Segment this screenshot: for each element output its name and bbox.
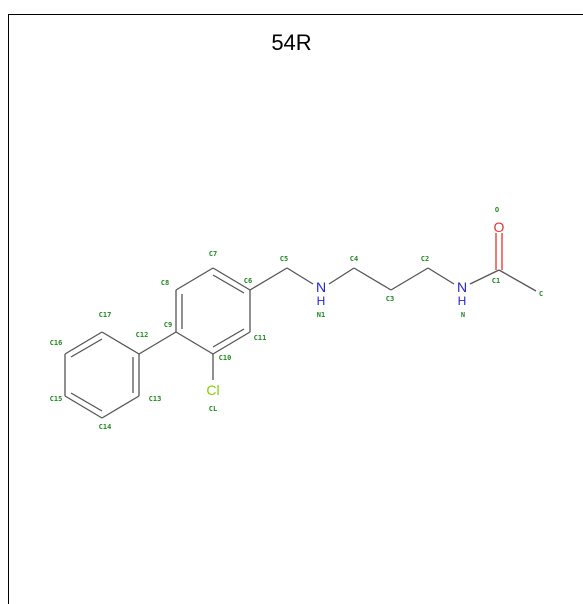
atom-label-cl: CL bbox=[209, 405, 217, 413]
bond-c2-c3 bbox=[390, 267, 429, 291]
atom-label-c12: C12 bbox=[136, 331, 149, 339]
nitrogen-amide-hydrogen: H bbox=[458, 294, 467, 308]
atom-label-c: C bbox=[539, 290, 543, 298]
bond-c4-n1 bbox=[328, 267, 355, 285]
bond-c14-c15-inner bbox=[70, 392, 103, 412]
molecule-title: 54R bbox=[271, 30, 312, 55]
atom-label-c10: C10 bbox=[219, 354, 232, 362]
bond-c9-c12 bbox=[138, 331, 177, 355]
bond-n-c2 bbox=[427, 267, 455, 285]
bonds bbox=[64, 233, 537, 419]
atom-label-c17: C17 bbox=[99, 311, 112, 319]
atom-label-c16: C16 bbox=[50, 339, 63, 347]
bond-n1-c5 bbox=[286, 267, 314, 285]
element-symbols: O N H N H Cl bbox=[206, 219, 504, 398]
atom-label-c13: C13 bbox=[149, 395, 162, 403]
atom-label-n1: N1 bbox=[317, 311, 325, 319]
atom-label-c14: C14 bbox=[99, 423, 112, 431]
bond-c10-c11 bbox=[212, 331, 251, 355]
bond-c6-c7 bbox=[212, 267, 251, 291]
nitrogen-amine-symbol: N bbox=[316, 279, 326, 295]
atom-label-c15: C15 bbox=[50, 395, 63, 403]
atom-label-c6: C6 bbox=[244, 277, 252, 285]
chlorine-symbol: Cl bbox=[206, 382, 219, 398]
bond-c14-c15 bbox=[64, 395, 103, 419]
bond-c16-c17 bbox=[64, 331, 103, 355]
atom-label-c11: C11 bbox=[254, 334, 267, 342]
atom-labels: O C1 C N C2 C3 C4 N1 C5 C6 C7 C8 C9 C10 … bbox=[50, 206, 543, 431]
bond-c10-c11-inner bbox=[212, 328, 245, 348]
bond-c17-c12 bbox=[101, 331, 140, 355]
atom-label-c7: C7 bbox=[209, 250, 217, 258]
atom-label-c3: C3 bbox=[386, 295, 394, 303]
bond-c7-c8 bbox=[175, 267, 214, 291]
bond-c9-c10 bbox=[175, 331, 214, 355]
atom-label-c8: C8 bbox=[161, 279, 169, 287]
atom-label-c5: C5 bbox=[280, 255, 288, 263]
bond-c16-c17-inner bbox=[70, 338, 103, 358]
nitrogen-amine-hydrogen: H bbox=[317, 294, 326, 308]
nitrogen-amide-symbol: N bbox=[457, 279, 467, 295]
atom-label-c4: C4 bbox=[350, 255, 358, 263]
atom-label-o: O bbox=[495, 206, 499, 214]
bond-c1-c bbox=[498, 269, 537, 292]
bond-c13-c14 bbox=[101, 395, 140, 419]
bond-c5-c6 bbox=[249, 267, 288, 291]
atom-label-n: N bbox=[461, 311, 465, 319]
atom-label-c9: C9 bbox=[164, 321, 172, 329]
molecule-diagram: O N H N H Cl O C1 C N C2 C3 C4 N1 C5 C6 … bbox=[50, 206, 543, 431]
atom-label-c2: C2 bbox=[421, 255, 429, 263]
canvas-frame bbox=[8, 14, 583, 604]
bond-c3-c4 bbox=[353, 267, 392, 291]
bond-c6-c7-inner bbox=[212, 274, 245, 294]
oxygen-symbol: O bbox=[494, 219, 505, 235]
atom-label-c1: C1 bbox=[492, 277, 500, 285]
bond-c1-n bbox=[469, 269, 500, 285]
